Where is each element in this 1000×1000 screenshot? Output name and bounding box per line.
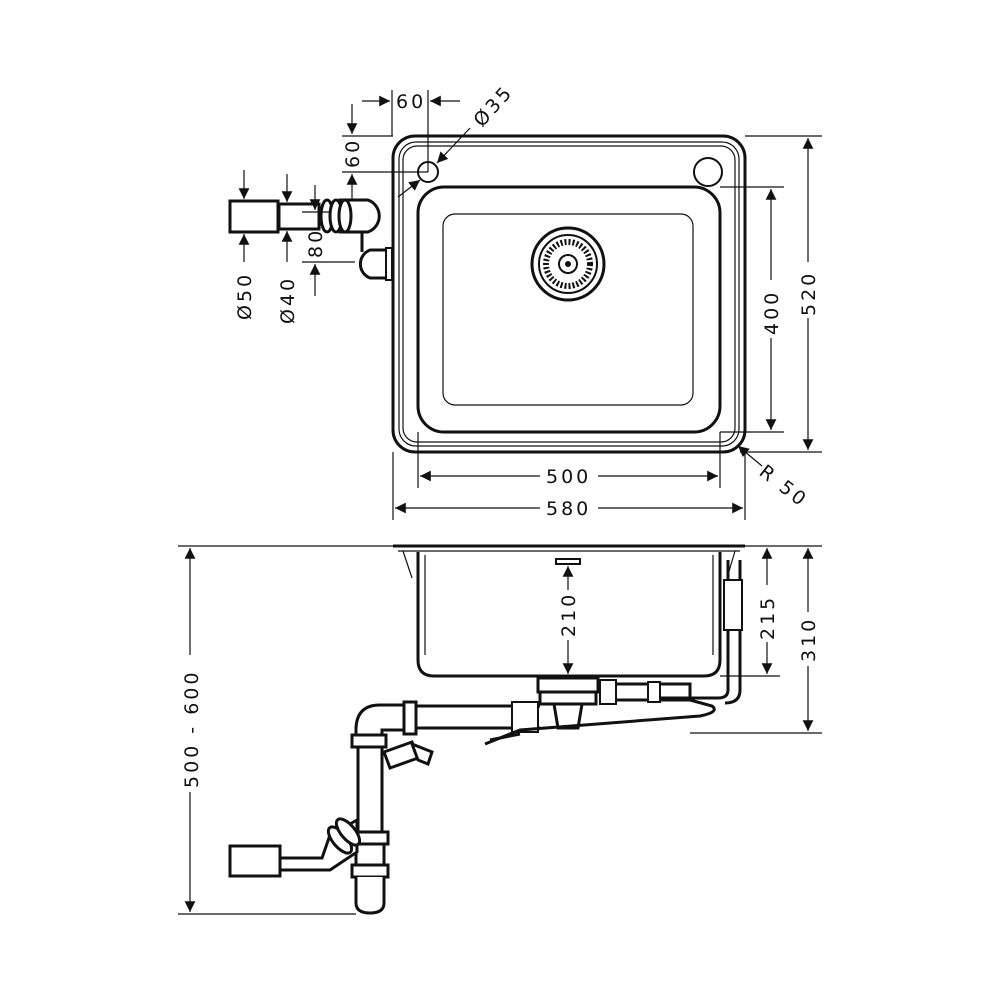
dim-bowl-height: 210	[558, 592, 580, 637]
dim-overall-depth: 520	[798, 271, 820, 316]
dim-total-height: 310	[798, 617, 820, 662]
bowl-inner	[442, 213, 694, 406]
sink-rim-line	[402, 145, 736, 443]
dim-corner-radius: R 50	[755, 461, 812, 512]
bowl-side-profile	[416, 552, 722, 678]
dim-bowl-height-rim: 215	[757, 595, 779, 640]
dim-bowl-width: 500	[546, 466, 591, 488]
dim-waste-pipe-diameter: Ø40	[277, 276, 299, 324]
dim-tap-offset-x: 60	[396, 91, 426, 113]
drain-strainer-icon	[530, 226, 606, 302]
bowl-outer	[416, 185, 722, 434]
dim-overflow-spacing: 80	[305, 228, 327, 258]
dim-overall-width: 580	[546, 498, 591, 520]
dim-tap-diameter: Ø35	[469, 81, 518, 131]
tap-hole-right	[693, 157, 723, 187]
sink-rim-outer	[391, 134, 747, 454]
side-dimensions: 500 - 600 210 215 310	[178, 545, 822, 915]
dim-installation-height: 500 - 600	[181, 670, 203, 788]
dim-tap-offset-y: 60	[342, 138, 364, 168]
dim-bowl-depth: 400	[761, 290, 783, 335]
top-view	[228, 134, 747, 454]
overflow-fitting	[228, 198, 393, 281]
dim-waste-outlet-diameter: Ø50	[234, 272, 256, 320]
side-view	[228, 544, 745, 915]
sink-rim-inner	[398, 141, 740, 447]
